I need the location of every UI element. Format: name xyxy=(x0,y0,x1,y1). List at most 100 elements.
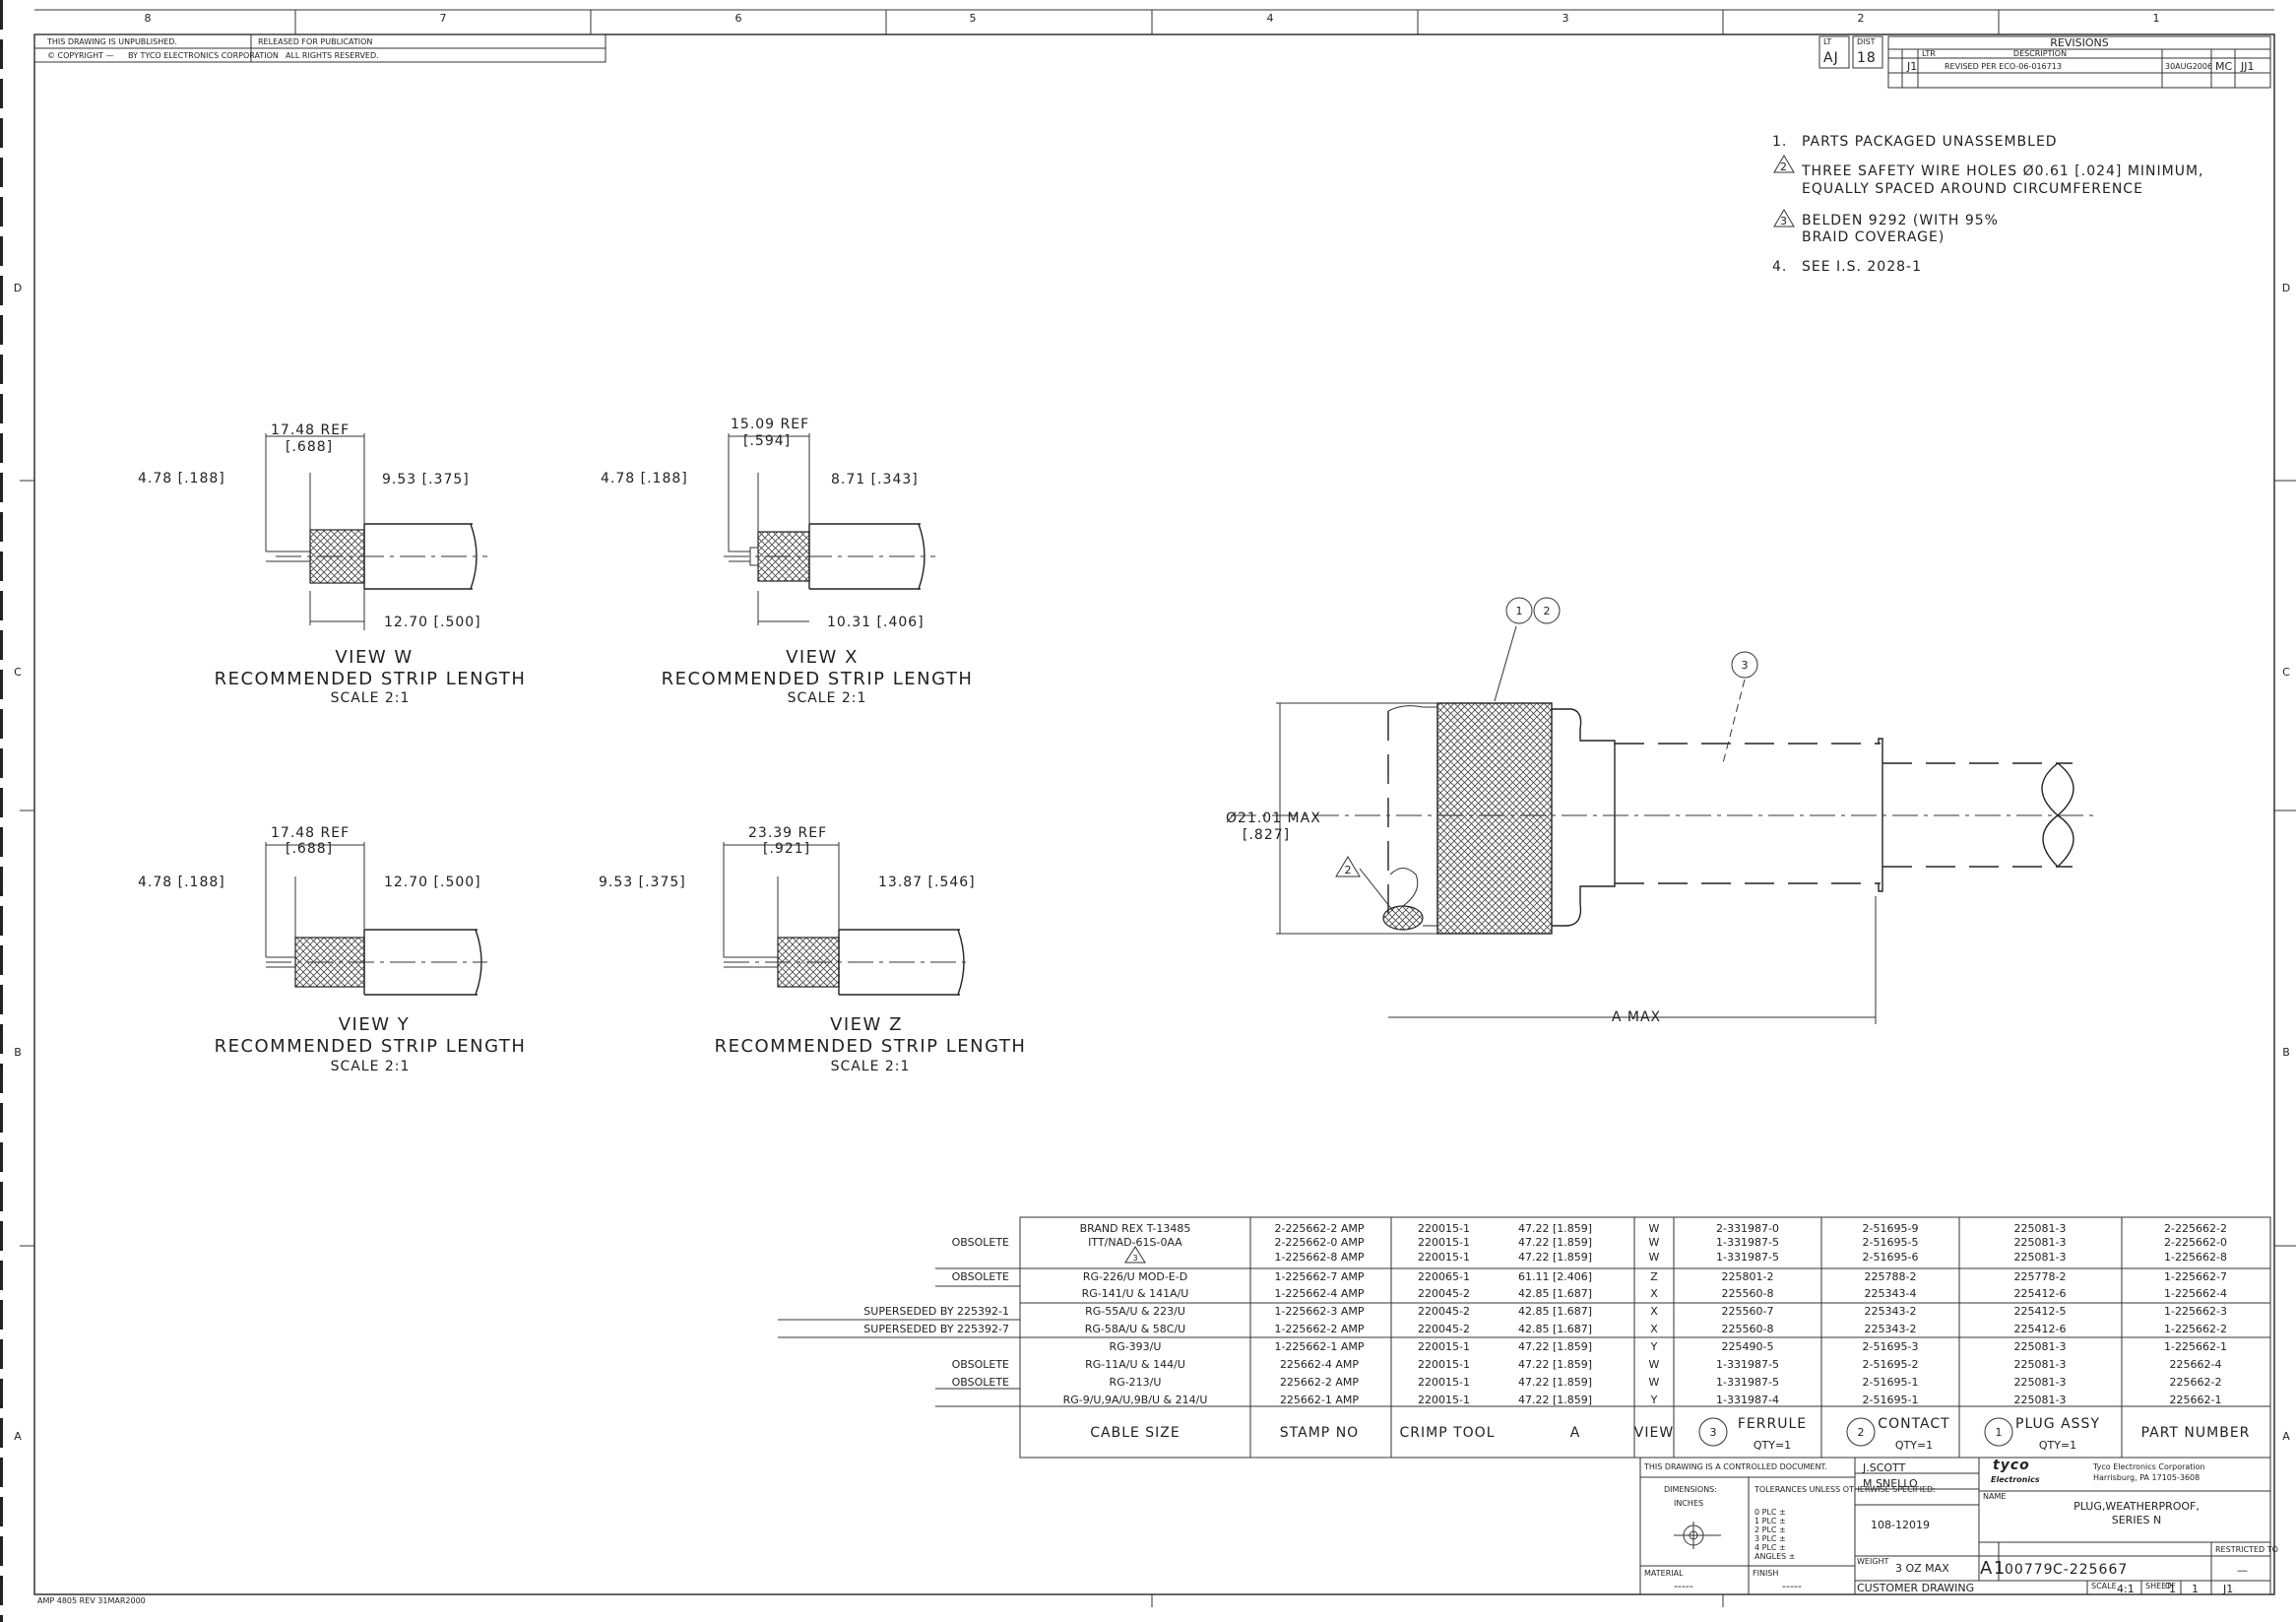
row-status: OBSOLETE xyxy=(952,1358,1009,1371)
cell-tool: 220065-1 xyxy=(1418,1270,1470,1283)
cell-part: 1-225662-3 xyxy=(2164,1305,2227,1318)
cell-plug: 225081-3 xyxy=(2014,1376,2067,1389)
note-4-number: 4. xyxy=(1772,259,1787,275)
cell-cable: RG-58A/U & 58C/U xyxy=(1085,1323,1185,1335)
revision-row-apvd: JJ1 xyxy=(2240,60,2255,73)
coupling-nut-knurl xyxy=(1436,702,1553,935)
cell-contact: 2-51695-5 xyxy=(1863,1236,1919,1249)
cell-contact: 2-51695-6 xyxy=(1863,1251,1919,1264)
zone-col-1: 1 xyxy=(2153,12,2160,25)
cell-a: 47.22 [1.859] xyxy=(1518,1236,1592,1249)
balloon-3-label: 3 xyxy=(1742,659,1749,672)
tolerance-line: ANGLES ± xyxy=(1754,1552,1796,1561)
cell-stamp: 1-225662-7 AMP xyxy=(1274,1270,1364,1283)
tolerances-label: TOLERANCES UNLESS OTHERWISE SPECIFIED: xyxy=(1754,1485,1936,1494)
main-assembly-view: Ø21.01 MAX [.827] A MAX 1 2 3 2 xyxy=(1226,597,2097,1025)
cell-contact: 225343-4 xyxy=(1865,1287,1917,1300)
cell-ferrule: 1-331987-5 xyxy=(1716,1236,1779,1249)
sheet-size: A1 xyxy=(1980,1558,2007,1579)
company-name: Tyco Electronics Corporation xyxy=(2092,1462,2205,1471)
view-y-dim-top: 17.48 REF xyxy=(271,825,350,841)
cell-part: 225662-4 xyxy=(2170,1358,2222,1371)
header-part-number: PART NUMBER xyxy=(2141,1425,2251,1441)
view-w: 17.48 REF [.688] 4.78 [.188] 9.53 [.375]… xyxy=(138,422,527,706)
restricted-value: — xyxy=(2237,1564,2248,1577)
view-w-dim-right: 9.53 [.375] xyxy=(382,472,470,487)
zone-col-2: 2 xyxy=(1858,12,1865,25)
view-x-dim-left: 4.78 [.188] xyxy=(601,471,688,487)
cell-cable: BRAND REX T-13485 xyxy=(1080,1222,1191,1235)
cell-tool: 220015-1 xyxy=(1418,1376,1470,1389)
cell-plug: 225778-2 xyxy=(2014,1270,2067,1283)
cell-stamp: 1-225662-3 AMP xyxy=(1274,1305,1364,1318)
zone-col-8: 8 xyxy=(145,12,152,25)
cell-part: 2-225662-2 xyxy=(2164,1222,2227,1235)
cell-cable: ITT/NAD-61S-0AA xyxy=(1088,1236,1182,1249)
note-2-flag-icon xyxy=(1773,155,1795,173)
cell-tool: 220045-2 xyxy=(1418,1323,1470,1335)
note-2-text-line2: EQUALLY SPACED AROUND CIRCUMFERENCE xyxy=(1802,181,2143,197)
svg-text:LT: LT xyxy=(1823,37,1831,46)
cell-cable: RG-213/U xyxy=(1110,1376,1162,1389)
view-z-dim-right: 13.87 [.546] xyxy=(878,875,976,890)
cell-cable: RG-141/U & 141A/U xyxy=(1082,1287,1189,1300)
title-block: THIS DRAWING IS A CONTROLLED DOCUMENT. D… xyxy=(1639,1457,2278,1595)
header-ferrule-balloon xyxy=(1698,1417,1728,1447)
header-cable-size: CABLE SIZE xyxy=(1090,1425,1180,1441)
dimensions-inches: INCHES xyxy=(1674,1499,1703,1508)
cell-plug: 225412-6 xyxy=(2014,1323,2067,1335)
note-3-number: 3 xyxy=(1780,215,1787,227)
cell-ferrule: 1-331987-4 xyxy=(1716,1394,1779,1406)
header-plug-balloon-label: 1 xyxy=(1996,1426,2003,1439)
zone-row-c-left: C xyxy=(14,666,22,679)
diameter-dimension-inch: [.827] xyxy=(1243,827,1290,843)
cell-stamp: 225662-4 AMP xyxy=(1280,1358,1359,1371)
cell-contact: 2-51695-1 xyxy=(1863,1376,1919,1389)
belden-flag-icon xyxy=(1124,1246,1146,1264)
cell-plug: 225081-3 xyxy=(2014,1394,2067,1406)
cell-tool: 220045-2 xyxy=(1418,1305,1470,1318)
zone-col-3: 3 xyxy=(1563,12,1569,25)
customer-drawing: CUSTOMER DRAWING xyxy=(1857,1582,1974,1594)
weight-value: 3 OZ MAX xyxy=(1895,1562,1949,1575)
view-z: 23.39 REF [.921] 9.53 [.375] 13.87 [.546… xyxy=(599,825,1025,1074)
revisions-title: REVISIONS xyxy=(2050,36,2108,49)
distribution-box: 18 xyxy=(1857,50,1877,66)
drawing-number: C-225667 xyxy=(2053,1562,2128,1578)
view-x-title: VIEW X xyxy=(786,647,859,668)
zone-row-d-left: D xyxy=(14,282,22,294)
header-contact-qty: QTY=1 xyxy=(1895,1439,1933,1452)
cell-a: 61.11 [2.406] xyxy=(1518,1270,1592,1283)
cell-view: X xyxy=(1650,1287,1658,1300)
cell-part: 2-225662-0 xyxy=(2164,1236,2227,1249)
cell-view: Z xyxy=(1650,1270,1658,1283)
revision-value: J1 xyxy=(2222,1583,2233,1595)
row-status: OBSOLETE xyxy=(952,1236,1009,1249)
header-contact-balloon-label: 2 xyxy=(1858,1426,1865,1439)
cell-tool: 220015-1 xyxy=(1418,1222,1470,1235)
cell-view: W xyxy=(1649,1236,1660,1249)
balloon-3 xyxy=(1731,651,1758,679)
sheet-label: SHEET xyxy=(2145,1582,2171,1590)
view-x-dim-top2: [.594] xyxy=(743,433,791,449)
cell-tool: 220015-1 xyxy=(1418,1251,1470,1264)
zone-col-5: 5 xyxy=(970,12,977,25)
finish-label: FINISH xyxy=(1753,1569,1778,1578)
of-value: 1 xyxy=(2192,1583,2199,1595)
cell-part: 1-225662-4 xyxy=(2164,1287,2227,1300)
cell-cable: 3 xyxy=(1132,1254,1137,1263)
header-plug-assy: PLUG ASSY xyxy=(2015,1416,2100,1432)
view-w-scale: SCALE 2:1 xyxy=(331,690,411,706)
cell-a: 47.22 [1.859] xyxy=(1518,1358,1592,1371)
cell-view: Y xyxy=(1650,1394,1658,1406)
view-w-subtitle: RECOMMENDED STRIP LENGTH xyxy=(215,669,527,689)
note-2-text: THREE SAFETY WIRE HOLES Ø0.61 [.024] MIN… xyxy=(1801,163,2204,179)
cell-ferrule: 2-331987-0 xyxy=(1716,1222,1779,1235)
balloon-1 xyxy=(1505,597,1533,624)
cell-stamp: 225662-1 AMP xyxy=(1280,1394,1359,1406)
